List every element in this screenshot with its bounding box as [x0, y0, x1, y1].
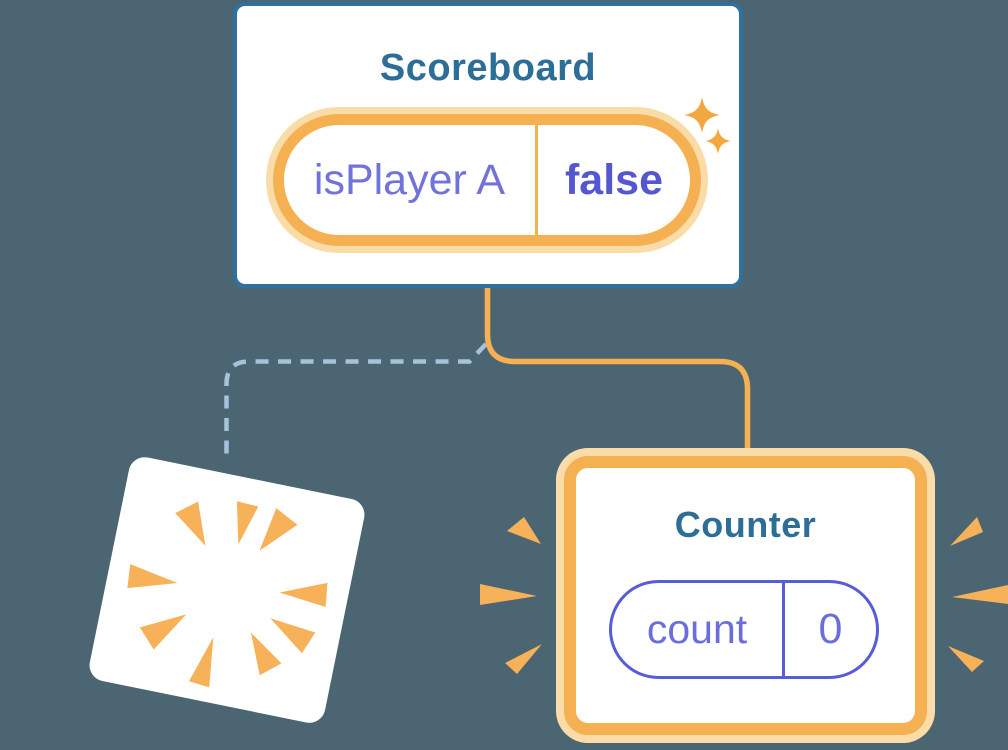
- count-value: 0: [818, 605, 843, 653]
- state-value: false: [564, 155, 663, 204]
- counter-card-body: Counter count 0: [576, 468, 915, 723]
- sparkles-icon: [684, 97, 731, 154]
- emphasis-burst-right-icon: [948, 517, 1008, 672]
- orange-connector-line: [484, 284, 751, 458]
- explosion-burst-icon: [127, 501, 328, 688]
- state-pill-divider: [535, 125, 538, 235]
- scoreboard-card: Scoreboard isPlayer A false: [233, 2, 743, 288]
- sparkle-large-icon: [684, 97, 720, 133]
- scoreboard-card-body: Scoreboard isPlayer A false: [237, 6, 739, 284]
- count-label: count: [646, 606, 748, 652]
- sparkle-small-icon: [705, 128, 731, 154]
- destroyed-card: [86, 454, 368, 726]
- scoreboard-state-pill: isPlayer A false: [273, 114, 701, 246]
- dashed-connector-line: [224, 342, 488, 463]
- state-label: isPlayer A: [313, 155, 506, 204]
- count-pill-divider: [782, 583, 785, 676]
- counter-card: Counter count 0: [564, 456, 927, 735]
- counter-state-pill: count 0: [609, 580, 879, 679]
- counter-title: Counter: [674, 504, 817, 545]
- emphasis-burst-left-icon: [480, 517, 542, 674]
- scoreboard-title: Scoreboard: [379, 47, 597, 89]
